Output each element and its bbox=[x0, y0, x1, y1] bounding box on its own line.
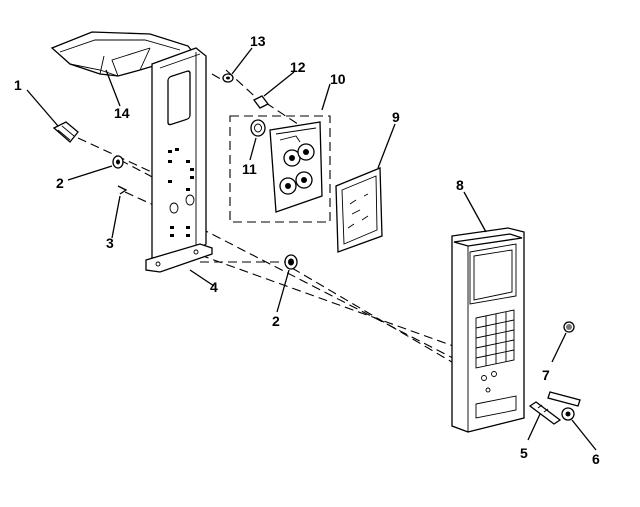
callout-1: 1 bbox=[14, 77, 22, 93]
washer-part-lower bbox=[284, 254, 298, 270]
keypad-grid bbox=[475, 309, 515, 369]
callout-3: 3 bbox=[106, 235, 114, 251]
callout-9: 9 bbox=[392, 109, 400, 125]
callout-4: 4 bbox=[210, 279, 218, 295]
leader-lines bbox=[26, 47, 597, 451]
screw-part-5 bbox=[528, 401, 562, 425]
screw-pin-part bbox=[547, 391, 581, 407]
nut-part bbox=[561, 407, 575, 421]
callout-2-upper: 2 bbox=[56, 175, 64, 191]
callout-2-lower: 2 bbox=[272, 313, 280, 329]
clip-part bbox=[117, 185, 128, 195]
control-panel-frame-part bbox=[451, 227, 525, 433]
mounting-bracket-part bbox=[145, 47, 213, 273]
screw-part-1 bbox=[52, 121, 79, 143]
callout-5: 5 bbox=[520, 445, 528, 461]
callout-8: 8 bbox=[456, 177, 464, 193]
touch-pad-membrane-part bbox=[335, 167, 383, 253]
callout-14: 14 bbox=[114, 105, 130, 121]
spacer-part bbox=[253, 95, 269, 109]
callout-10: 10 bbox=[330, 71, 346, 87]
callout-7: 7 bbox=[542, 367, 550, 383]
callout-13: 13 bbox=[250, 33, 266, 49]
callout-12: 12 bbox=[290, 59, 306, 75]
connector-part bbox=[250, 119, 266, 137]
duct-part bbox=[50, 31, 198, 77]
callout-11: 11 bbox=[242, 161, 257, 177]
circuit-board-assembly-part bbox=[229, 115, 331, 223]
callout-6: 6 bbox=[592, 451, 600, 467]
screw-part-13 bbox=[222, 73, 234, 83]
callout-labels: 1 2 3 4 14 13 12 10 11 9 8 2 7 5 6 bbox=[14, 33, 600, 467]
washer-part-upper bbox=[112, 155, 124, 169]
knob-cap-part bbox=[563, 321, 575, 333]
